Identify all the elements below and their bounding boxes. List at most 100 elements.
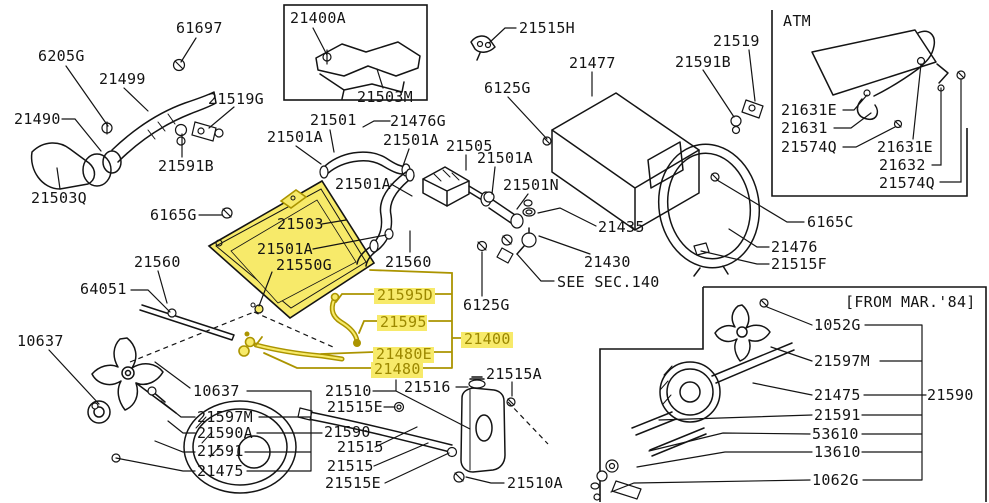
part-labels: 6205G 61697 21499 21519G 21490 21591B 21… xyxy=(14,9,976,492)
tank-emboss xyxy=(475,414,493,442)
part-label-21560-l[interactable]: 21560 xyxy=(134,253,181,271)
part-label-21595[interactable]: 21595 xyxy=(380,313,427,331)
part-label-21480e[interactable]: 21480E xyxy=(376,345,432,363)
part-label-6125g-t[interactable]: 6125G xyxy=(484,79,531,97)
bracket-icon-1062g xyxy=(611,480,642,500)
note-see-sec-140: SEE SEC.140 xyxy=(557,273,660,291)
part-label-21591-84[interactable]: 21591 xyxy=(814,406,861,424)
highlight-leader-lines xyxy=(263,293,379,369)
part-label-21476g[interactable]: 21476G xyxy=(390,112,446,130)
clip-icon-21515h xyxy=(470,35,496,53)
part-label-21435[interactable]: 21435 xyxy=(598,218,645,236)
part-label-6165c[interactable]: 6165C xyxy=(807,213,854,231)
part-label-64051[interactable]: 64051 xyxy=(80,280,127,298)
fan-hub-84 xyxy=(736,326,748,338)
part-label-10637-b[interactable]: 10637 xyxy=(193,382,240,400)
part-label-21591-b[interactable]: 21591 xyxy=(197,442,244,460)
part-label-21515e-2[interactable]: 21515E xyxy=(325,474,381,492)
part-label-61697[interactable]: 61697 xyxy=(176,19,223,37)
hose-corrugations xyxy=(147,113,176,140)
fan-motor-housing xyxy=(183,400,297,494)
part-label-21503q[interactable]: 21503Q xyxy=(31,189,87,207)
part-label-21631e-l[interactable]: 21631E xyxy=(781,101,837,119)
part-label-53610[interactable]: 53610 xyxy=(812,425,859,443)
part-label-6165g[interactable]: 6165G xyxy=(150,206,197,224)
part-label-6125g-b[interactable]: 6125G xyxy=(463,296,510,314)
part-label-13610[interactable]: 13610 xyxy=(814,443,861,461)
part-label-21476[interactable]: 21476 xyxy=(771,238,818,256)
part-label-21501n[interactable]: 21501N xyxy=(503,176,559,194)
part-label-21505[interactable]: 21505 xyxy=(446,137,493,155)
part-label-21501[interactable]: 21501 xyxy=(310,111,357,129)
inset-box-atm xyxy=(771,10,968,197)
tank-neck xyxy=(468,379,486,389)
cooler-tube-21632 xyxy=(936,63,949,84)
part-label-21400-group[interactable]: 21400 xyxy=(464,330,511,348)
part-label-6205g[interactable]: 6205G xyxy=(38,47,85,65)
artwork-top-left-hoses xyxy=(30,91,235,341)
part-label-21503[interactable]: 21503 xyxy=(277,215,324,233)
part-label-21475-84[interactable]: 21475 xyxy=(814,386,861,404)
part-label-21595d[interactable]: 21595D xyxy=(377,286,433,304)
part-label-21590-group-84[interactable]: 21590 xyxy=(927,386,974,404)
part-label-21590-group-l[interactable]: 21590 xyxy=(324,423,371,441)
part-label-21591b-t[interactable]: 21591B xyxy=(675,53,731,71)
part-label-21631[interactable]: 21631 xyxy=(781,119,828,137)
part-label-21515h[interactable]: 21515H xyxy=(519,19,575,37)
part-label-21510[interactable]: 21510 xyxy=(325,382,372,400)
cooler-hose-21631 xyxy=(856,98,879,121)
part-label-21501a-4[interactable]: 21501A xyxy=(335,175,391,193)
part-label-10637-l[interactable]: 10637 xyxy=(17,332,64,350)
highlighted-radiator-art xyxy=(207,179,376,320)
part-label-21430[interactable]: 21430 xyxy=(584,253,631,271)
part-label-21490[interactable]: 21490 xyxy=(14,110,61,128)
part-label-21510a[interactable]: 21510A xyxy=(507,474,563,492)
inlet-pipe-21501n xyxy=(488,199,519,226)
part-label-21400a[interactable]: 21400A xyxy=(290,9,346,27)
drain-cock-21430 xyxy=(521,232,537,248)
inset-title-atm: ATM xyxy=(783,12,811,30)
part-label-21550g[interactable]: 21550G xyxy=(276,256,332,274)
part-label-21503m[interactable]: 21503M xyxy=(357,88,413,106)
part-label-21515a[interactable]: 21515A xyxy=(486,365,542,383)
part-label-21560-c[interactable]: 21560 xyxy=(385,253,432,271)
part-label-21501a-2[interactable]: 21501A xyxy=(383,131,439,149)
part-label-21591b-l[interactable]: 21591B xyxy=(158,157,214,175)
clamp-icon-21591b xyxy=(174,123,188,137)
coupling-shroud-21503m xyxy=(319,73,405,100)
inset-title-from-mar84: [FROM MAR.'84] xyxy=(845,293,976,311)
artwork-bottom-left-fan xyxy=(87,337,297,494)
part-label-21477[interactable]: 21477 xyxy=(569,54,616,72)
part-label-21632[interactable]: 21632 xyxy=(879,156,926,174)
part-label-21516[interactable]: 21516 xyxy=(404,378,451,396)
leader-lines-bottom-center xyxy=(372,379,513,484)
part-label-21590a[interactable]: 21590A xyxy=(197,424,253,442)
part-label-21501a-1[interactable]: 21501A xyxy=(267,128,323,146)
part-label-21519[interactable]: 21519 xyxy=(713,32,760,50)
leader-lines-center xyxy=(295,120,529,297)
part-label-21480[interactable]: 21480 xyxy=(374,360,421,378)
motor-arms-84 xyxy=(631,342,795,457)
part-label-21631e-r[interactable]: 21631E xyxy=(877,138,933,156)
part-label-21519g[interactable]: 21519G xyxy=(208,90,264,108)
part-label-21501a-3[interactable]: 21501A xyxy=(477,149,533,167)
hose-clamp-21480e-2 xyxy=(238,345,250,357)
fan-motor-84 xyxy=(659,361,721,423)
part-label-21515e-1[interactable]: 21515E xyxy=(327,398,383,416)
part-label-21574q-l[interactable]: 21574Q xyxy=(781,138,837,156)
clip-icon-21631e-l xyxy=(863,89,871,97)
part-label-21501a-r[interactable]: 21501A xyxy=(257,240,313,258)
part-label-1052g[interactable]: 1052G xyxy=(814,316,861,334)
part-label-21597m-b[interactable]: 21597M xyxy=(197,408,253,426)
part-label-21574q-r[interactable]: 21574Q xyxy=(879,174,935,192)
part-label-21475-b[interactable]: 21475 xyxy=(197,462,244,480)
part-label-21515-1[interactable]: 21515 xyxy=(337,438,384,456)
part-label-21515f[interactable]: 21515F xyxy=(771,255,827,273)
part-label-21597m-84[interactable]: 21597M xyxy=(814,352,870,370)
overflow-hose-21595[interactable] xyxy=(329,297,360,344)
part-label-21515-2[interactable]: 21515 xyxy=(327,457,374,475)
part-label-1062g[interactable]: 1062G xyxy=(812,471,859,489)
part-label-21499[interactable]: 21499 xyxy=(99,70,146,88)
highlighted-hose-art xyxy=(238,292,361,362)
